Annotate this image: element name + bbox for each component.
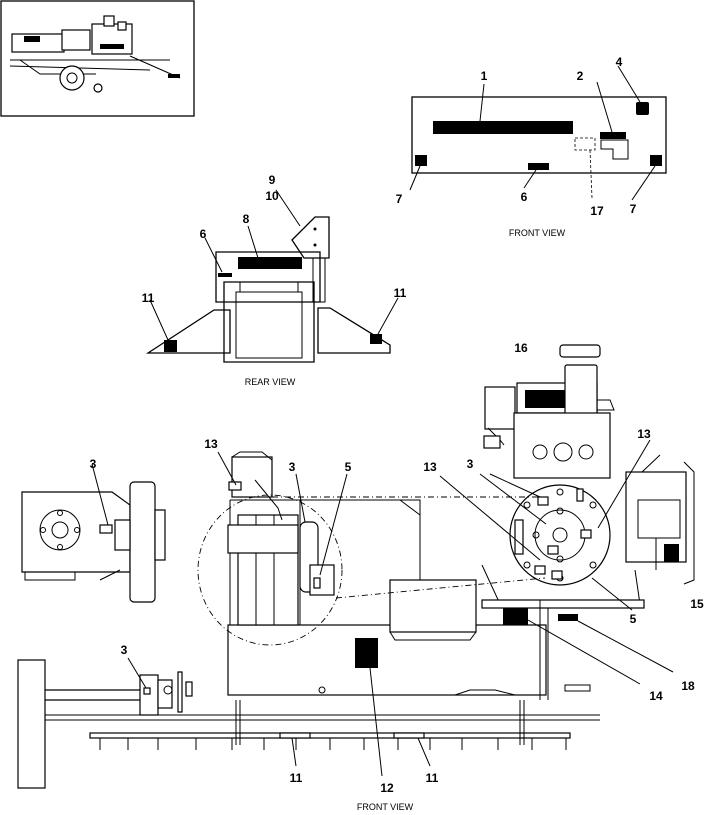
- decal-1: [433, 121, 573, 134]
- callout-11-rear-right: 11: [394, 286, 407, 300]
- decal-11-rear-right: [370, 334, 382, 344]
- callout-2: 2: [577, 69, 584, 83]
- callout-12: 12: [380, 781, 394, 795]
- callout-11-bottom-right: 11: [426, 771, 439, 785]
- gearbox-side-view: [21, 463, 166, 603]
- decal-15: [664, 544, 679, 562]
- front-view-panel-top: [409, 65, 667, 201]
- callout-13-mid: 13: [423, 460, 437, 474]
- callout-7-left: 7: [396, 192, 403, 206]
- callout-5-right: 5: [630, 612, 637, 626]
- callout-7-right: 7: [630, 202, 637, 216]
- callout-15: 15: [690, 597, 704, 611]
- callout-13-right: 13: [637, 427, 651, 441]
- decal-8: [238, 257, 302, 269]
- callout-labels: 1 2 4 7 6 17 7 FRONT VIEW 9 10 8 6 11 11…: [90, 55, 704, 812]
- decal-12: [355, 638, 378, 668]
- callout-3-bottom: 3: [121, 643, 128, 657]
- decal-7-right: [650, 155, 662, 166]
- decal-6-top: [528, 163, 549, 170]
- callout-11-rear-left: 11: [142, 291, 155, 305]
- decal-14: [503, 608, 528, 625]
- callout-14: 14: [649, 689, 663, 703]
- callout-10: 10: [265, 189, 279, 203]
- decal-7-left: [415, 155, 427, 166]
- callout-13-top: 13: [204, 437, 218, 451]
- main-front-view: [17, 451, 674, 789]
- baler-inset-thumbnail: [0, 0, 195, 117]
- callout-17: 17: [590, 204, 604, 218]
- front-view-label-bottom: FRONT VIEW: [357, 802, 414, 812]
- decal-16: [525, 390, 565, 408]
- callout-4: 4: [616, 55, 623, 69]
- front-view-label-top: FRONT VIEW: [509, 228, 566, 238]
- callout-6-top: 6: [521, 190, 528, 204]
- callout-11-bottom-left: 11: [290, 771, 303, 785]
- decal-18: [558, 614, 578, 621]
- knotter-assembly-view: [439, 344, 695, 611]
- callout-3-mid: 3: [289, 460, 296, 474]
- callout-3-left: 3: [90, 457, 97, 471]
- callout-5-mid: 5: [345, 460, 352, 474]
- callout-18: 18: [681, 679, 695, 693]
- decal-4: [636, 102, 649, 115]
- callout-1: 1: [481, 69, 488, 83]
- rear-view-label: REAR VIEW: [245, 377, 296, 387]
- callout-3-right: 3: [467, 457, 474, 471]
- callout-8: 8: [243, 212, 250, 226]
- callout-9: 9: [269, 173, 276, 187]
- decal-2: [600, 132, 626, 139]
- callout-6-rear: 6: [200, 227, 207, 241]
- callout-16: 16: [514, 341, 528, 355]
- decal-11-rear-left: [164, 340, 177, 352]
- decal-17-outline: [574, 137, 596, 151]
- rear-view: [145, 189, 399, 363]
- decal-6-rear: [218, 273, 232, 277]
